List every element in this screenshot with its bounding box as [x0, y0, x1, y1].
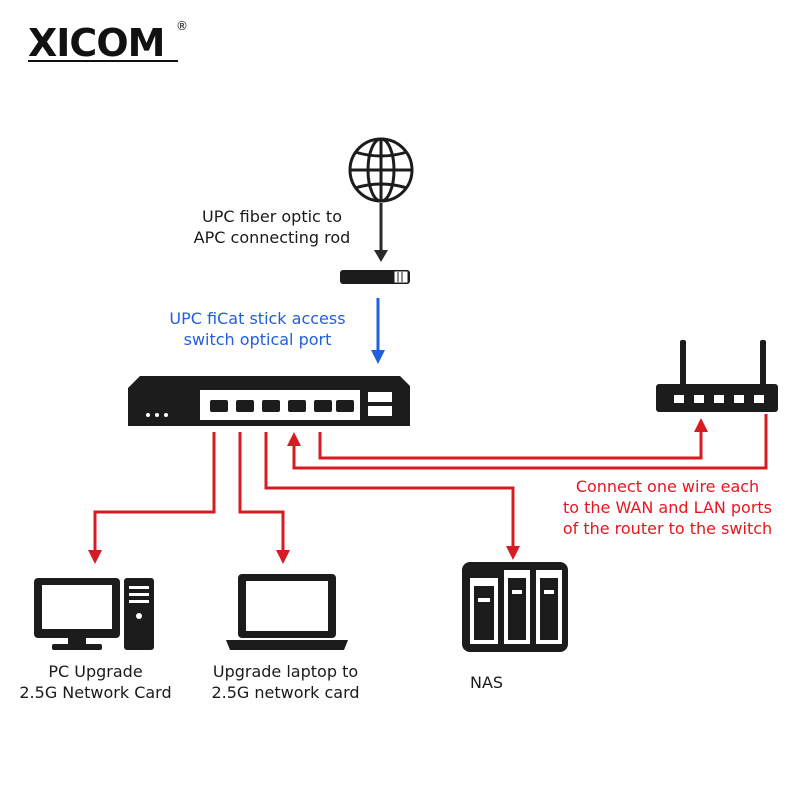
router-connection-note: Connect one wire each to the WAN and LAN… — [562, 477, 773, 538]
fiber-stick-icon — [340, 270, 410, 284]
ficat-stick-label: UPC fiCat stick access switch optical po… — [169, 309, 346, 349]
switch-to-laptop-line — [238, 432, 285, 552]
switch-to-pc-line — [93, 432, 216, 552]
registered-mark: ® — [176, 19, 188, 33]
switch-to-nas-line — [264, 432, 515, 548]
stick-to-switch-arrow — [371, 298, 385, 364]
xicom-logo: XICOM ® — [28, 18, 188, 68]
fiber-down-arrow — [374, 203, 388, 262]
laptop-icon — [226, 574, 348, 650]
ethernet-arrowheads — [88, 418, 708, 564]
router-icon — [656, 340, 778, 412]
laptop-label: Upgrade laptop to 2.5G network card — [211, 662, 360, 702]
logo-text: XICOM — [28, 21, 164, 65]
network-switch-icon — [128, 376, 410, 426]
ethernet-connections — [93, 414, 768, 552]
globe-icon — [348, 137, 414, 203]
desktop-pc-icon — [34, 578, 154, 650]
nas-label: NAS — [470, 673, 504, 692]
router-lan-to-switch-line — [292, 414, 768, 470]
upc-to-apc-label: UPC fiber optic to APC connecting rod — [193, 207, 351, 247]
pc-label: PC Upgrade 2.5G Network Card — [19, 662, 172, 702]
switch-to-router-wan-line — [318, 432, 703, 460]
nas-icon — [462, 562, 568, 652]
